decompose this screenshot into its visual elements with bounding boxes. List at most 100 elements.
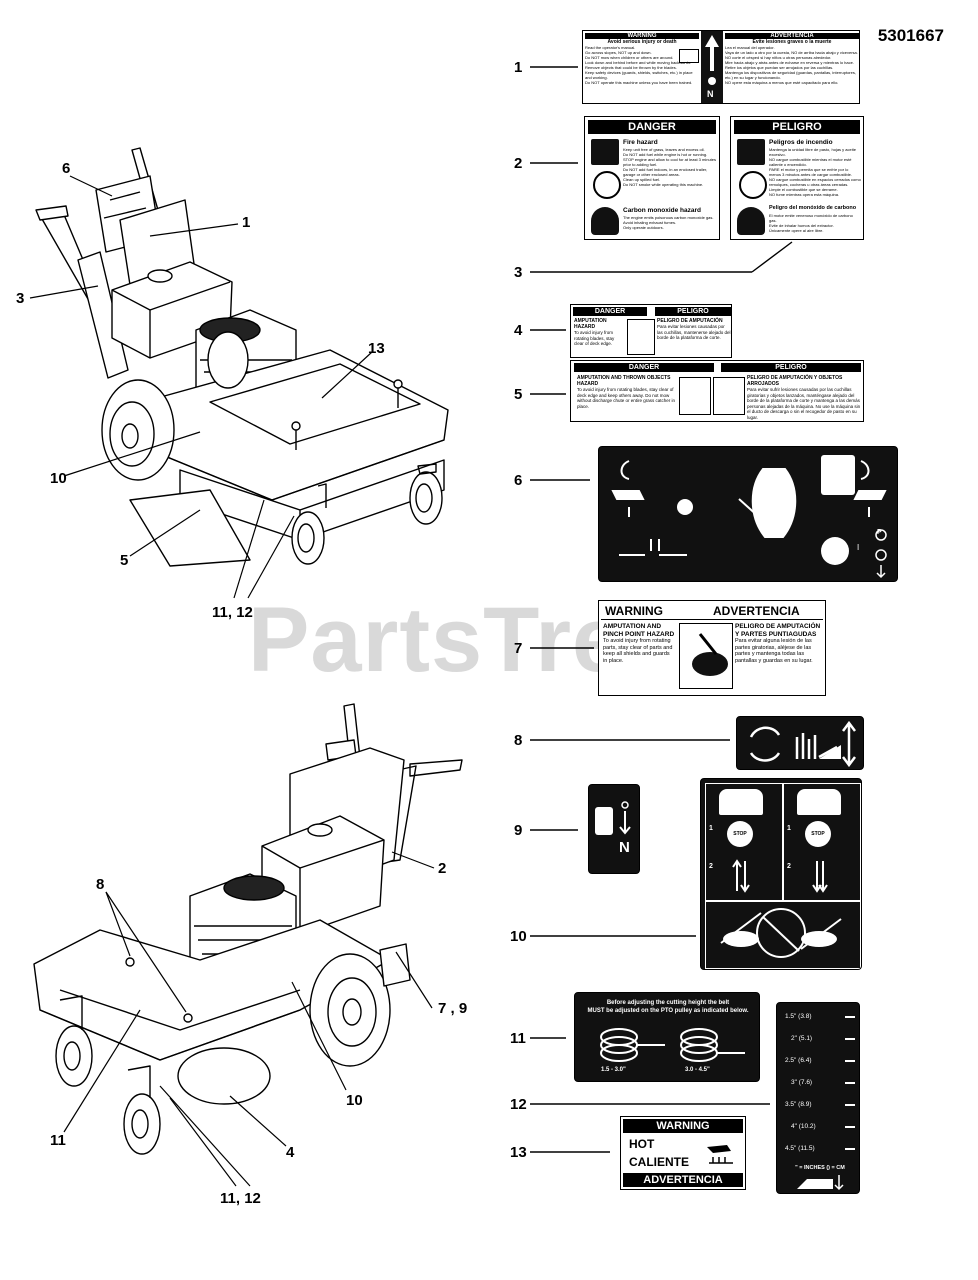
decal-9-neutral: N	[588, 784, 640, 874]
no-smoking-icon	[593, 171, 621, 199]
decal-1-warning-lines: Read the operator's manual.Go across slo…	[585, 45, 693, 85]
decal-3-co: Peligro del monóxido de carbono	[769, 205, 857, 211]
fire-icon	[591, 139, 619, 165]
decal-3-title: PELIGRO	[734, 120, 860, 134]
decal-number-9: 9	[514, 822, 523, 839]
decal-3-co-lines: El motor emite venenoso monóxido de carb…	[769, 212, 853, 233]
callout-top-3: 3	[16, 290, 25, 307]
decal-number-5: 5	[514, 386, 523, 403]
decal-6-i-label: I	[857, 543, 860, 552]
control-symbols	[611, 455, 887, 579]
decal-4-es-title: PELIGRO DE AMPUTACIÓN	[657, 318, 723, 324]
rider-icon-left	[719, 789, 763, 815]
callout-bottom-11: 11	[50, 1132, 66, 1149]
decal-number-12: 12	[510, 1096, 527, 1113]
decal-number-1: 1	[514, 59, 523, 76]
decal-1-warning-sub: Avoid serious injury or death	[607, 39, 677, 45]
decal-5-peligro: PELIGRO	[721, 363, 861, 372]
decal-13-hot: HOT	[629, 1137, 655, 1151]
decal-2-co-lines: The engine emits poisonous carbon monoxi…	[623, 214, 714, 230]
decal-number-11: 11	[510, 1030, 526, 1047]
decal-number-13: 13	[510, 1144, 527, 1161]
callout-top-10: 10	[50, 470, 67, 487]
decal-1-n-label: N	[707, 89, 714, 99]
heat-waves-icon	[707, 1145, 733, 1164]
hand-blade-icon	[627, 319, 655, 355]
height-mark-4: 4" (10.2)	[777, 1121, 859, 1143]
decal-7-es-title: PELIGRO DE AMPUTACIÓN Y PARTES PUNTIAGUD…	[735, 623, 821, 638]
decal-9-n-label: N	[619, 839, 630, 856]
callout-top-6: 6	[62, 160, 71, 177]
decal-5-amputation-thrown: DANGER PELIGRO AMPUTATION AND THROWN OBJ…	[570, 360, 864, 422]
decal-2-fire: Fire hazard	[623, 139, 658, 146]
decal-11-belt-adjust: Before adjusting the cutting height the …	[574, 992, 760, 1082]
decal-5-es-title: PELIGRO DE AMPUTACIÓN Y OBJETOS ARROJADO…	[747, 375, 843, 387]
decal-1-center-strip: N	[701, 31, 723, 103]
decal-10-transport: 1 1 STOP STOP 2 2	[700, 778, 862, 970]
callout-bottom-8: 8	[96, 876, 105, 893]
decal-4-amputation: DANGER PELIGRO AMPUTATION HAZARD To avoi…	[570, 304, 732, 358]
rider-icon-right	[797, 789, 841, 815]
decal-7-en-title: AMPUTATION AND PINCH POINT HAZARD	[603, 623, 675, 638]
decal-12-height-gauge: 1.5" (3.8) 2" (5.1) 2.5" (6.4) 3" (7.6) …	[776, 1002, 860, 1194]
callout-bottom-7-9: 7 , 9	[438, 1000, 468, 1017]
stop-icon-right: STOP	[805, 821, 831, 847]
height-mark-1-5: 1.5" (3.8)	[777, 1011, 859, 1033]
height-mark-3: 3" (7.6)	[777, 1077, 859, 1099]
height-mark-2: 2" (5.1)	[777, 1033, 859, 1055]
gas-mask-icon	[737, 207, 765, 235]
decal-4-en-title: AMPUTATION HAZARD	[574, 318, 607, 330]
callout-bottom-2: 2	[438, 860, 447, 877]
decal-11-range2: 3.0 - 4.5"	[685, 1067, 710, 1073]
gas-mask-icon	[591, 207, 619, 235]
decal-5-en-text: To avoid injury from rotating blades, st…	[577, 387, 676, 409]
decal-11-line2: MUST be adjusted on the PTO pulley as in…	[587, 1008, 749, 1014]
decal-5-es-text: Para evitar sufrir lesiones causadas por…	[747, 387, 861, 420]
decal-12-legend: " = INCHES () = CM	[795, 1165, 845, 1171]
direction-arrows-icon	[720, 859, 842, 958]
arrow-down-icon	[619, 801, 631, 835]
decal-1-adv-title: ADVERTENCIA	[725, 33, 859, 39]
callout-top-13: 13	[368, 340, 385, 357]
fire-icon	[737, 139, 765, 165]
no-smoking-icon	[739, 171, 767, 199]
height-adjust-icon	[749, 720, 856, 768]
decal-11-range1: 1.5 - 3.0"	[601, 1067, 626, 1073]
pulley-icon	[600, 1028, 745, 1062]
decal-number-2: 2	[514, 155, 523, 172]
decal-1-warning-title: WARNING	[585, 33, 699, 39]
pinch-point-icon	[679, 623, 733, 689]
decal-13-caliente: CALIENTE	[629, 1155, 689, 1169]
callout-top-1: 1	[242, 214, 251, 231]
tractor-top-icon	[595, 807, 613, 835]
document-id: 5301667	[877, 26, 944, 45]
decal-number-10: 10	[510, 928, 527, 945]
callout-bottom-4: 4	[286, 1144, 295, 1161]
decal-7-es-text: Para evitar alguna lesión de las partes …	[735, 638, 813, 664]
callout-bottom-10: 10	[346, 1092, 363, 1109]
decal-1-adv-lines: Lea el manual del operador.Vaya de un la…	[725, 45, 858, 85]
decal-3-peligro: PELIGRO Peligros de incendio Mantenga la…	[730, 116, 864, 240]
decal-10-step1-left: 1	[709, 825, 713, 832]
decal-8-height-adjust	[736, 716, 864, 770]
decal-7-pinch-point: WARNING ADVERTENCIA AMPUTATION AND PINCH…	[598, 600, 826, 696]
decal-5-danger: DANGER	[574, 363, 714, 372]
decal-2-title: DANGER	[588, 120, 716, 134]
decal-number-7: 7	[514, 640, 523, 657]
decal-4-en-text: To avoid injury from rotating blades, st…	[574, 330, 615, 346]
decal-10-step2-right: 2	[787, 863, 791, 870]
callout-top-11-12: 11, 12	[212, 604, 253, 621]
decal-2-co: Carbon monoxide hazard	[623, 207, 702, 214]
hand-blade-icon	[679, 377, 711, 415]
decal-6-control-panel: P I	[598, 446, 898, 582]
thrown-object-icon	[713, 377, 745, 415]
decal-5-en-title: AMPUTATION AND THROWN OBJECTS HAZARD	[577, 375, 671, 387]
stop-icon-left: STOP	[727, 821, 753, 847]
decal-number-8: 8	[514, 732, 523, 749]
decal-3-fire: Peligros de incendio	[769, 139, 833, 146]
decal-7-en-text: To avoid injury from rotating parts, sta…	[603, 638, 673, 664]
decal-10-step1-right: 1	[787, 825, 791, 832]
hot-hand-icon	[705, 1137, 735, 1169]
